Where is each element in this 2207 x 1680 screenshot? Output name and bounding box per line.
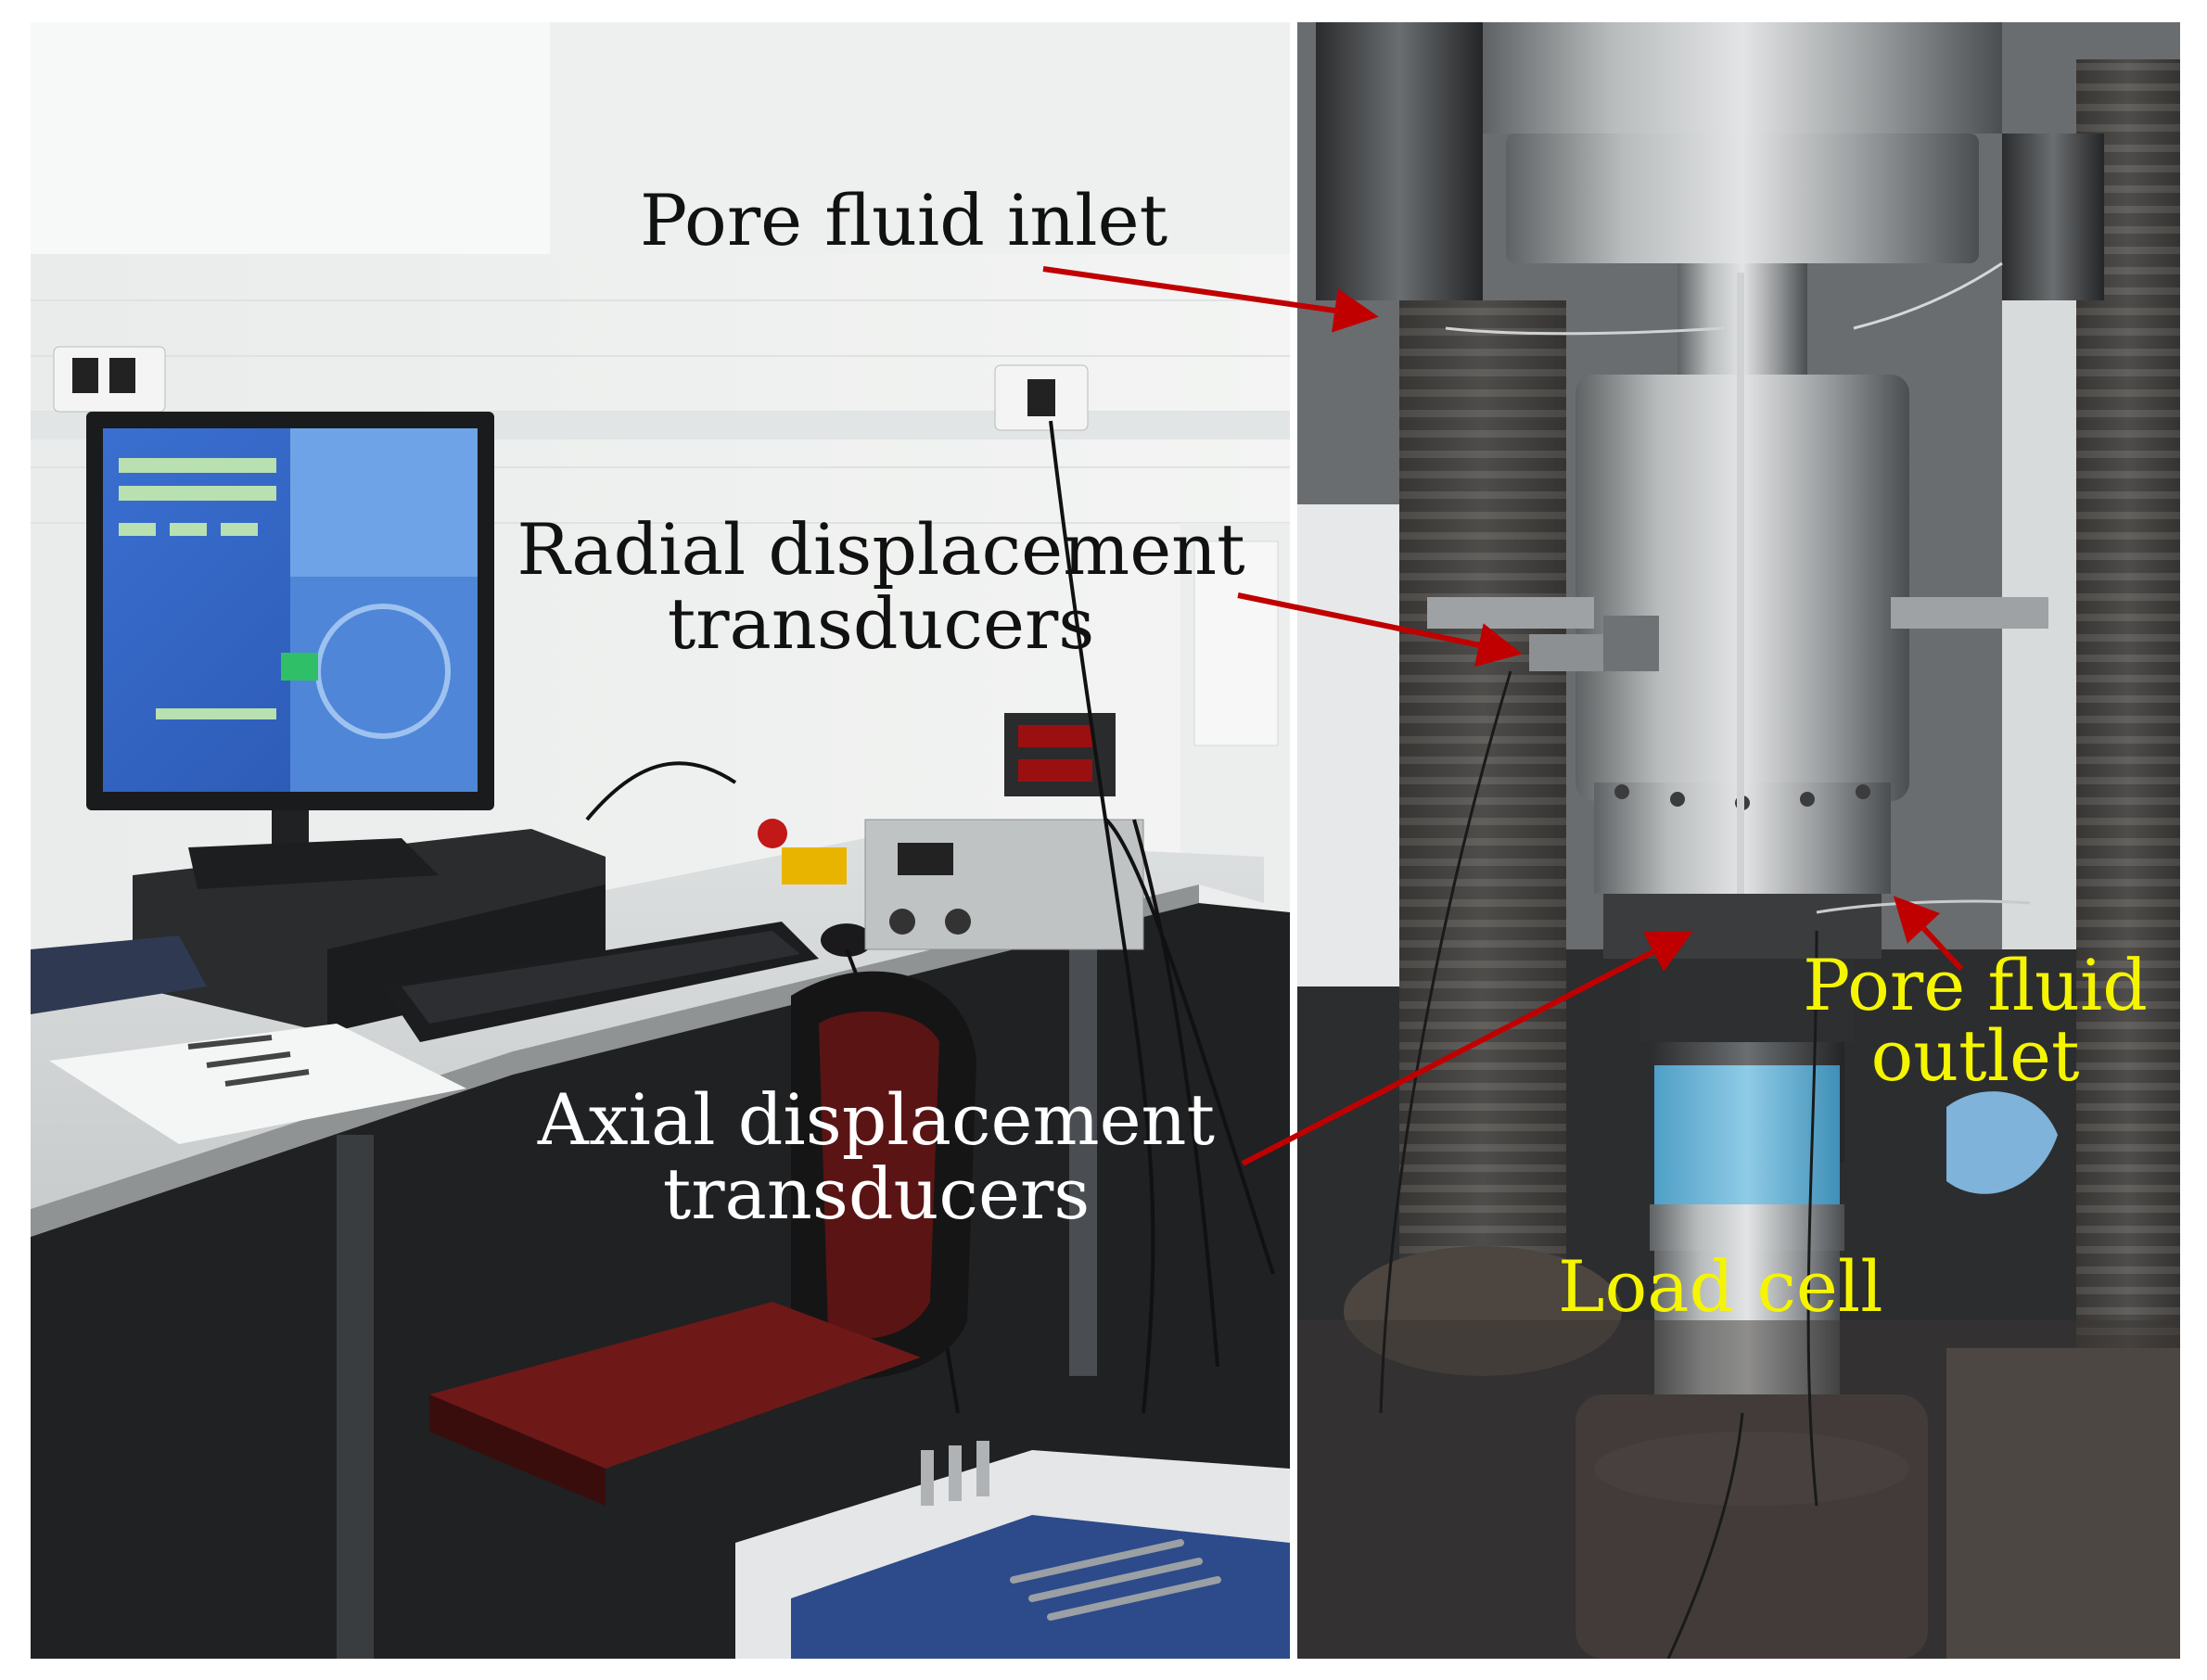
pore-fluid-outlet-label: Pore fluid outlet <box>1794 950 2156 1091</box>
radial-transducers-label: Radial displacement transducers <box>515 515 1247 659</box>
radial-label-line1: Radial displacement <box>517 508 1245 591</box>
test-machine-illustration <box>1297 22 2180 1659</box>
outlet-label-line1: Pore fluid <box>1803 944 2148 1026</box>
triaxial-machine-photo <box>1297 22 2180 1659</box>
axial-label-line1: Axial displacement <box>537 1078 1216 1161</box>
load-cell-label: Load cell <box>1558 1245 1883 1328</box>
lab-desk-photo <box>31 22 1290 1659</box>
axial-transducers-label: Axial displacement transducers <box>524 1085 1229 1229</box>
pore-fluid-inlet-label: Pore fluid inlet <box>640 179 1168 261</box>
figure-frame <box>31 22 2180 1659</box>
axial-label-line2: transducers <box>662 1152 1091 1235</box>
panel-divider <box>1290 22 1297 1659</box>
radial-label-line2: transducers <box>667 582 1095 665</box>
lab-desk-illustration <box>31 22 1290 1659</box>
outlet-label-line2: outlet <box>1870 1014 2080 1097</box>
